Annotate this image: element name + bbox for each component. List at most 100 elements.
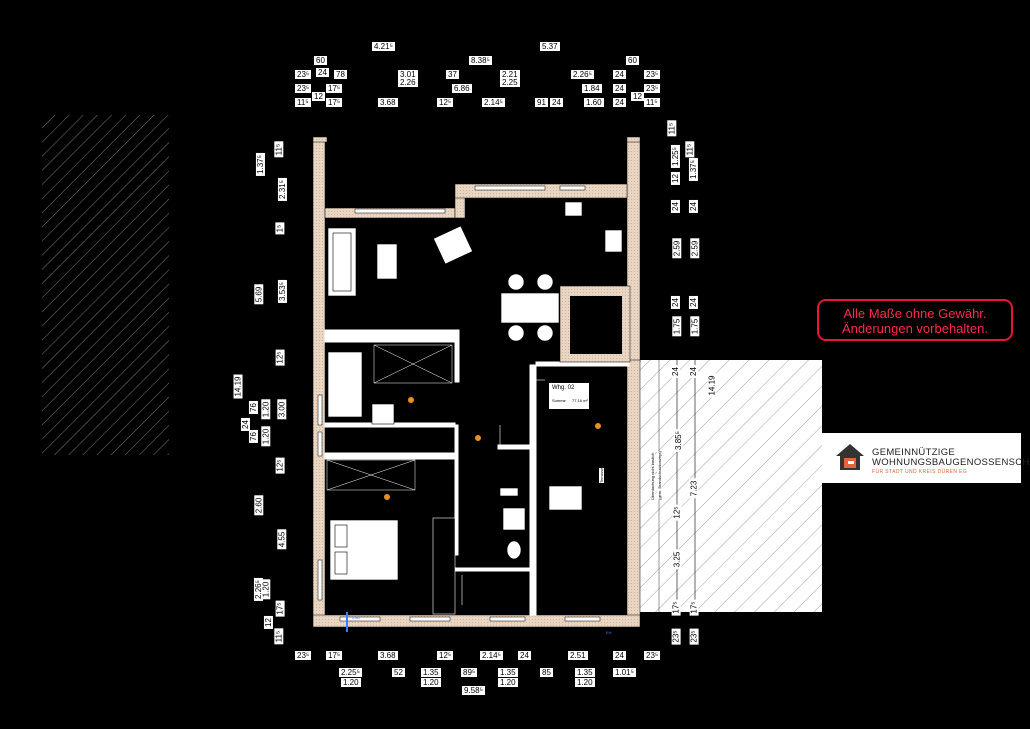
dim-bot-1c: 3.68	[378, 651, 398, 660]
dim-right-13: 1.75	[690, 316, 700, 337]
shaft	[559, 285, 631, 363]
dim-top-3i: 23⁵	[644, 70, 661, 79]
doors	[457, 379, 545, 605]
terrace-note-1: Überdachung nicht baulich	[650, 452, 655, 500]
dim-right-10: 24	[670, 296, 680, 309]
dim-left-16: 2.60	[254, 495, 264, 516]
apartment-sum-label: Summe	[552, 398, 566, 403]
dim-left-5: 5.69	[254, 284, 264, 305]
dim-right-20: 3.25	[672, 549, 682, 570]
logo-text-line-3: FÜR STADT UND KREIS DÜREN EG	[872, 469, 968, 475]
notice-line-2: Änderungen vorbehalten.	[841, 321, 988, 336]
dim-left-12: 24	[240, 418, 250, 431]
dim-left-14: 1.20	[261, 426, 271, 447]
dim-top-3a: 23⁵	[295, 70, 312, 79]
dim-bot-2c: 1.35	[421, 668, 441, 677]
dim-right-19: 12⁵	[672, 504, 682, 521]
dim-top-6f: 2.14⁵	[482, 98, 505, 107]
dim-top-3c: 78	[334, 70, 347, 79]
dim-bot-2g: 1.35	[575, 668, 595, 677]
dim-top-6a: 11⁵	[295, 98, 311, 107]
dim-right-8: 2.59	[672, 238, 682, 259]
dim-left-4: 1⁵	[275, 222, 285, 235]
dim-right-3: 12	[670, 172, 680, 185]
dim-top-3g: 2.26⁵	[571, 70, 594, 79]
dim-top-5d: 1.84	[582, 84, 602, 93]
apartment-label: Whg. 02 Summe 77,16 m²	[549, 383, 589, 409]
blue-annotation: 2.80	[352, 615, 360, 620]
corner-annotation: EH	[606, 630, 612, 635]
dim-bot-2b: 52	[392, 668, 405, 677]
dim-left-17: 4.55	[277, 529, 287, 550]
dim-right-1: 11⁵	[667, 120, 677, 137]
dim-top-5c: 6.86	[452, 84, 472, 93]
dim-right-17: 3.85⁵	[673, 429, 683, 452]
dim-right-14: 24	[670, 365, 680, 378]
dim-bot-3a: 1.20	[341, 678, 361, 687]
dim-left-7: 12⁵	[275, 349, 285, 366]
dim-right-5: 1.37⁵	[688, 158, 698, 181]
dim-left-22: 11⁵	[274, 628, 284, 645]
dim-top-3f: 2.21	[500, 70, 520, 79]
dim-bot-1b: 17⁵	[326, 651, 343, 660]
dim-bot-2f: 85	[540, 668, 553, 677]
dim-bot-1h: 24	[613, 651, 626, 660]
dim-right-7: 24	[688, 200, 698, 213]
dim-top-6j: 24	[613, 98, 626, 107]
dim-top-1a: 4.21⁵	[372, 42, 395, 51]
dim-top-6c: 17⁵	[326, 98, 343, 107]
dim-top-6b: 12	[312, 92, 325, 101]
dim-top-3b: 24	[316, 68, 329, 77]
dim-top-5e: 24	[613, 84, 626, 93]
dim-left-1: 11⁵	[274, 141, 284, 158]
company-logo-box: GEMEINNÜTZIGE WOHNUNGSBAUGENOSSENSCHAFT …	[822, 433, 1030, 483]
dim-left-21: 17⁵	[275, 600, 285, 617]
dim-left-9: 76	[248, 401, 258, 414]
dim-right-4: 11⁵	[685, 141, 695, 158]
dim-top-6k: 12	[631, 92, 644, 101]
dim-right-18: 7.23	[689, 478, 699, 499]
company-logo-icon	[836, 444, 864, 470]
dim-right-24: 23⁵	[689, 628, 699, 645]
dim-left-10: 1.20	[261, 399, 271, 420]
dim-right-21: 17⁵	[671, 599, 681, 616]
dim-bot-4a: 9.58⁵	[462, 686, 485, 695]
dim-top-3d: 3.01	[398, 70, 418, 79]
dim-bot-1a: 23⁵	[295, 651, 312, 660]
dim-left-2: 1.37⁵	[255, 153, 265, 176]
dim-top-4a: 2.26	[398, 78, 418, 87]
dim-bot-1d: 12⁵	[437, 651, 454, 660]
dim-right-22: 17⁵	[689, 599, 699, 616]
dim-top-2c: 60	[626, 56, 639, 65]
dim-right-16: 14.19	[707, 373, 717, 398]
dim-right-6: 24	[670, 200, 680, 213]
closets	[326, 344, 453, 491]
dim-top-5f: 23⁵	[644, 84, 661, 93]
dim-top-2a: 60	[314, 56, 327, 65]
dim-left-20: 12	[263, 616, 273, 629]
dim-bot-1i: 23⁵	[644, 651, 661, 660]
dim-left-15: 12⁵	[275, 457, 285, 474]
dim-top-6d: 3.68	[378, 98, 398, 107]
dim-right-15: 24	[688, 365, 698, 378]
dim-bot-1g: 2.51	[568, 651, 588, 660]
dim-right-9: 2.59	[690, 238, 700, 259]
dim-top-1b: 5.37	[540, 42, 560, 51]
furniture	[327, 201, 623, 615]
dim-bot-1e: 2.14⁵	[480, 651, 503, 660]
dim-top-3e: 37	[446, 70, 459, 79]
apartment-area: 77,16 m²	[572, 398, 588, 403]
dim-bot-2h: 1.01⁵	[613, 668, 636, 677]
dim-top-6e: 12⁵	[437, 98, 454, 107]
dim-left-11: 3.00	[277, 399, 287, 420]
dim-top-4b: 2.25	[500, 78, 520, 87]
dim-top-6l: 11⁵	[644, 98, 660, 107]
dim-bot-2e: 1.35	[498, 668, 518, 677]
dim-bot-2a: 2.25⁵	[339, 668, 362, 677]
left-hatch-area	[42, 115, 169, 455]
terrace-tag: Terrasse	[599, 467, 604, 483]
dim-bot-3d: 1.20	[575, 678, 595, 687]
dim-right-2: 1.25⁵	[670, 145, 680, 168]
dim-top-6h: 24	[550, 98, 563, 107]
